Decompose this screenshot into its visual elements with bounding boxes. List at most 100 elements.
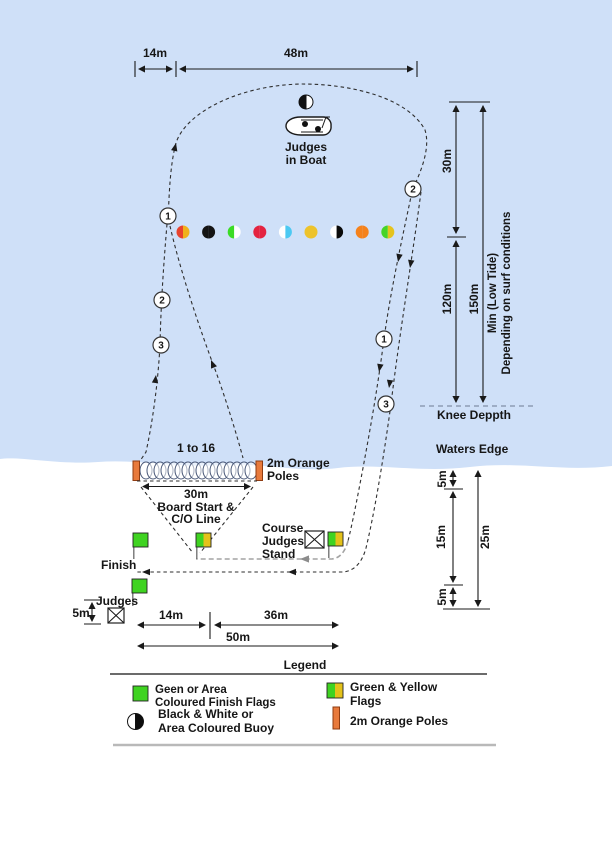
dim-30m-label: 30m (440, 149, 454, 173)
board-start-label: Board Start & (157, 500, 235, 514)
course-judges-label: Judges (262, 534, 304, 548)
course-judges-label: Stand (262, 547, 295, 561)
buoy (304, 225, 311, 239)
arrow-down-icon (408, 259, 415, 268)
green-yellow-flag (327, 531, 344, 547)
dim-5m-judges-label: 5m (72, 606, 89, 620)
course-gray-return (196, 540, 349, 560)
legend-buoy-label: Black & White or (158, 707, 254, 721)
start-line-area: 1 to 16 30m Board Start & C/O Line 2m Or… (132, 441, 330, 526)
finish-flag-green (131, 578, 148, 594)
course-right-inner (347, 191, 413, 542)
svg-text:3: 3 (158, 341, 164, 352)
buoy (208, 225, 216, 239)
svg-text:Depending on surf conditions: Depending on surf conditions (501, 212, 513, 375)
legend-gy-label: Flags (350, 694, 382, 708)
start-funnel-left (140, 486, 194, 554)
orange-pole-right (255, 460, 263, 481)
buoy (362, 225, 369, 239)
arrow-left-icon (288, 568, 296, 576)
dim-5m-bottom-label: 5m (435, 588, 449, 605)
orange-poles-label: Poles (267, 469, 299, 483)
finish-label: Finish (101, 558, 136, 572)
arrow-left-icon (300, 555, 309, 563)
dim-30m-start-label: 30m (184, 487, 208, 501)
svg-text:Min (Low Tide): Min (Low Tide) (487, 253, 499, 333)
turning-buoy-line (176, 225, 395, 239)
dim-48m-label: 48m (284, 46, 308, 60)
buoy (202, 225, 209, 239)
boat-crew-dot (302, 121, 308, 127)
buoy (387, 225, 395, 239)
arrow-down-icon (396, 253, 403, 262)
orange-pole-left (132, 460, 140, 481)
course-left-outbound-a (139, 223, 168, 462)
course-right-outer (136, 191, 422, 573)
waters-edge-label: Waters Edge (436, 442, 509, 456)
legend-buoy-label: Area Coloured Buoy (158, 721, 274, 735)
judges-stand-box (107, 607, 125, 624)
legend-finish-flag-label: Geen or Area (155, 684, 227, 696)
svg-text:3: 3 (383, 400, 389, 411)
course-path (136, 83, 428, 576)
buoy (278, 225, 286, 239)
buoy (355, 225, 363, 239)
green-yellow-flag (195, 532, 212, 548)
legend-gy-flag-swatch (326, 682, 344, 699)
marker-right-2: 2 (404, 180, 422, 198)
svg-text:1: 1 (165, 212, 171, 223)
buoy (176, 225, 183, 239)
svg-text:2: 2 (410, 185, 416, 196)
orange-poles-label: 2m Orange (267, 456, 330, 470)
arrow-down-icon (377, 363, 384, 372)
svg-text:1: 1 (381, 335, 387, 346)
course-judges-stand-box (304, 530, 325, 549)
dim-50m-label: 50m (226, 630, 250, 644)
dim-15m-label: 15m (434, 525, 448, 549)
buoy (135, 712, 144, 731)
board-start-label: C/O Line (171, 512, 221, 526)
buoy (330, 225, 337, 239)
boat-crew-dot (315, 126, 321, 132)
start-coil (139, 461, 258, 480)
buoy (305, 94, 314, 110)
boat-detail (301, 116, 330, 133)
dim-14m-beach-label: 14m (159, 608, 183, 622)
buoy (253, 225, 260, 239)
buoy (234, 225, 241, 239)
judges-boat-label: in Boat (286, 153, 327, 167)
judges-label: Judges (96, 594, 138, 608)
legend-title: Legend (284, 658, 327, 672)
marker-left-1: 1 (159, 207, 177, 225)
legend-bw-buoy-swatch (127, 712, 144, 731)
finish-flag-green (132, 532, 149, 548)
course-judges-label: Course (262, 521, 304, 535)
coil-loop (244, 461, 258, 480)
buoy (227, 225, 235, 239)
course-leg-markers: 1 2 3 2 1 3 (152, 180, 422, 413)
buoy (183, 225, 190, 239)
positions-label: 1 to 16 (177, 441, 215, 455)
dim-120m-label: 120m (440, 284, 454, 315)
marker-right-1: 1 (375, 330, 393, 348)
start-funnel-right (199, 486, 254, 554)
arrow-left-icon (142, 568, 150, 576)
beach-right-dimensions: 5m 15m 5m 25m (434, 469, 492, 610)
buoy (259, 225, 267, 239)
legend: Legend Geen or Area Coloured Finish Flag… (110, 658, 496, 747)
arrow-down-icon (386, 379, 394, 388)
buoy (127, 712, 136, 731)
finish-area: Course Judges Stand Finish Judges 5m 14m… (72, 521, 344, 650)
top-dimensions: 14m 48m (134, 46, 418, 77)
marker-right-3: 3 (377, 395, 395, 413)
buoy (285, 225, 292, 239)
legend-poles-label: 2m Orange Poles (350, 714, 448, 728)
dim-150m-label: 150m (467, 284, 481, 315)
buoy (381, 225, 388, 239)
min-low-tide-note: Min (Low Tide) Depending on surf conditi… (487, 212, 513, 375)
judges-boat-label: Judges (285, 140, 327, 154)
black-white-buoy-icon (298, 94, 314, 110)
dim-36m-label: 36m (264, 608, 288, 622)
course-left-outbound-b (169, 225, 244, 459)
